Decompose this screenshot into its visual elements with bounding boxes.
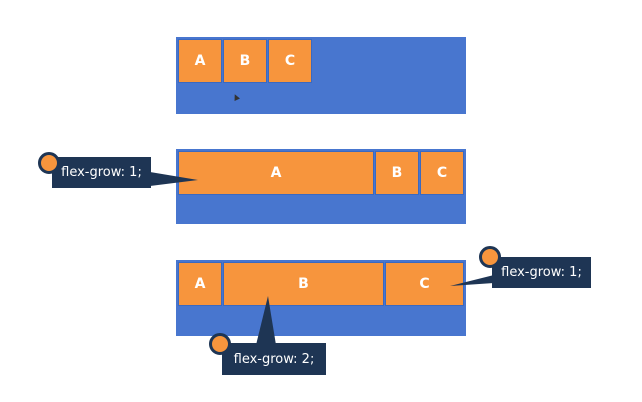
- callout-marker-icon: [479, 246, 501, 268]
- flex-item-b: B: [223, 39, 267, 83]
- flex-item-a: A: [178, 39, 222, 83]
- callout-marker-icon: [209, 333, 231, 355]
- flex-item-c: C: [420, 151, 464, 195]
- flex-grow-callout: flex-grow: 2;: [222, 343, 326, 375]
- flex-grow-callout: flex-grow: 1;: [52, 157, 151, 188]
- flex-item-a: A: [178, 262, 222, 306]
- callout-marker-icon: [38, 152, 60, 174]
- flex-item-c: C: [385, 262, 464, 306]
- flex-item-b: B: [223, 262, 384, 306]
- flex-grow-callout: flex-grow: 1;: [492, 257, 591, 288]
- flex-item-c: C: [268, 39, 312, 83]
- flex-item-b: B: [375, 151, 419, 195]
- flex-item-a: A: [178, 151, 374, 195]
